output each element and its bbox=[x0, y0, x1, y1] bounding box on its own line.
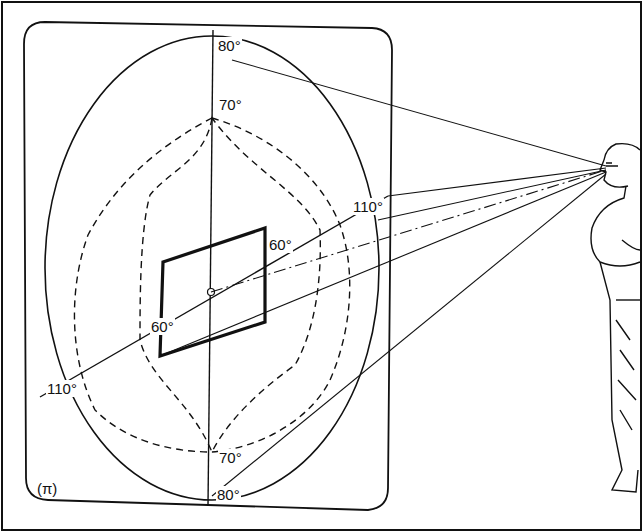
sight-lines bbox=[160, 60, 606, 496]
vertical-axis bbox=[208, 30, 213, 506]
angle-label: 70° bbox=[218, 449, 243, 466]
angle-label: 60° bbox=[268, 236, 293, 253]
angle-label: 60° bbox=[150, 318, 175, 335]
angle-label: 70° bbox=[218, 96, 243, 113]
horizontal-axis bbox=[40, 196, 388, 397]
angle-label: 110° bbox=[46, 380, 78, 397]
angle-label: 110° bbox=[352, 198, 384, 215]
observer-figure bbox=[591, 144, 640, 492]
picture-plane bbox=[24, 22, 392, 510]
angle-label: 80° bbox=[216, 486, 241, 503]
angle-label: 80° bbox=[217, 37, 242, 54]
plane-label: (π) bbox=[36, 480, 58, 497]
dashed-field-inner bbox=[140, 118, 320, 452]
